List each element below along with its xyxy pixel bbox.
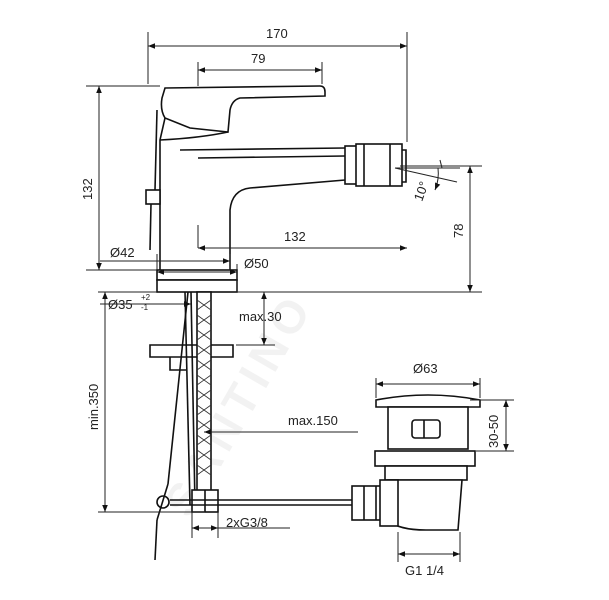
waste-fitting <box>351 394 481 531</box>
hole-tolerance-plus: +2 <box>141 293 151 302</box>
base-diameter-label: Ø42 <box>110 245 135 260</box>
connection-label: 2xG3/8 <box>226 515 268 530</box>
outlet-height-label: 78 <box>451 224 466 238</box>
waste-thread-label: G1 1/4 <box>405 563 444 578</box>
hole-tolerance-minus: -1 <box>141 303 149 312</box>
max-hose-label: max.150 <box>288 413 338 428</box>
hole-diameter-label: Ø35 <box>108 297 133 312</box>
shank-and-hose <box>149 291 355 561</box>
min-length-label: min.350 <box>86 384 101 430</box>
waste-diameter-label: Ø63 <box>413 361 438 376</box>
waste-range-label: 30-50 <box>486 415 501 448</box>
handle-width-label: 79 <box>251 51 265 66</box>
height-label: 132 <box>80 178 95 200</box>
angle-label: 10° <box>411 179 432 203</box>
spout-diameter-label: Ø50 <box>244 256 269 271</box>
dimension-lines <box>86 32 514 562</box>
max-thickness-label: max.30 <box>239 309 282 324</box>
faucet-body <box>145 85 407 293</box>
overall-width-label: 170 <box>266 26 288 41</box>
reach-label: 132 <box>284 229 306 244</box>
